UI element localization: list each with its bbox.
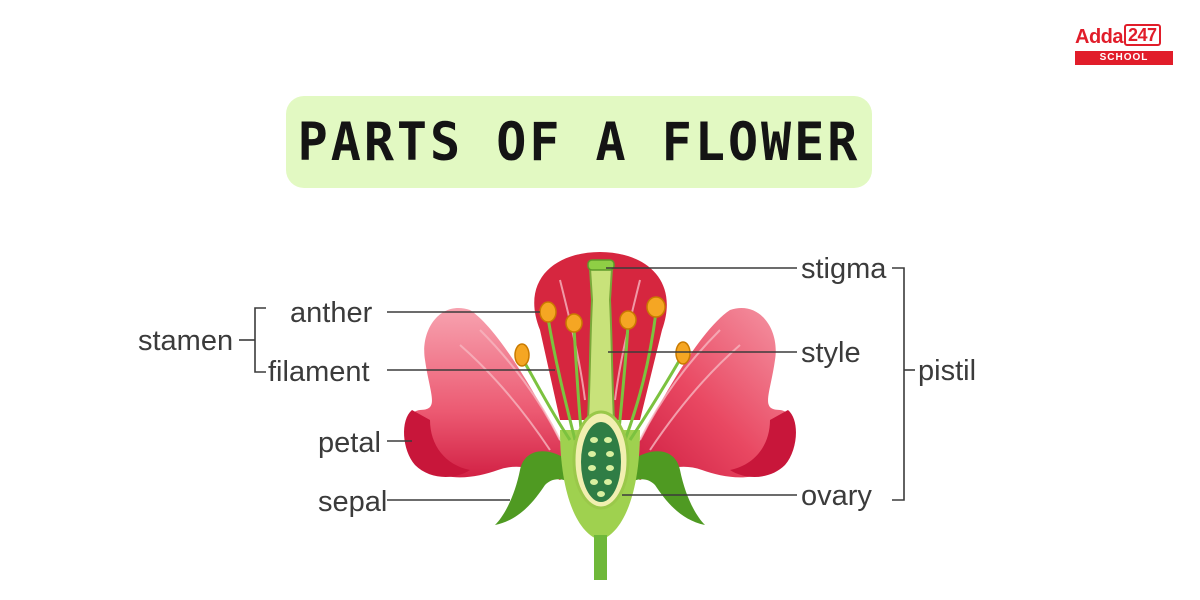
filaments — [520, 311, 684, 441]
label-sepal: sepal — [318, 486, 387, 518]
label-ovary: ovary — [801, 480, 872, 512]
ovary-inner — [581, 422, 621, 502]
label-petal: petal — [318, 427, 381, 459]
left-petal — [405, 308, 575, 480]
label-pistil: pistil — [918, 355, 976, 387]
left-petal-tip — [404, 410, 470, 477]
leader-lines — [239, 267, 915, 501]
label-anther: anther — [290, 297, 373, 329]
label-stigma: stigma — [801, 253, 887, 285]
stem — [594, 535, 607, 580]
ovules — [588, 437, 614, 497]
anthers — [514, 296, 691, 367]
label-stamen: stamen — [138, 325, 233, 357]
page-title: PARTS OF A FLOWER — [297, 111, 861, 173]
right-petal — [625, 308, 795, 480]
label-filament: filament — [268, 356, 370, 388]
label-style: style — [801, 337, 861, 369]
style-column — [586, 267, 616, 421]
title-banner: PARTS OF A FLOWER — [286, 96, 872, 188]
right-petal-tip — [730, 410, 796, 477]
brand-logo-subtitle: SCHOOL — [1075, 51, 1173, 65]
